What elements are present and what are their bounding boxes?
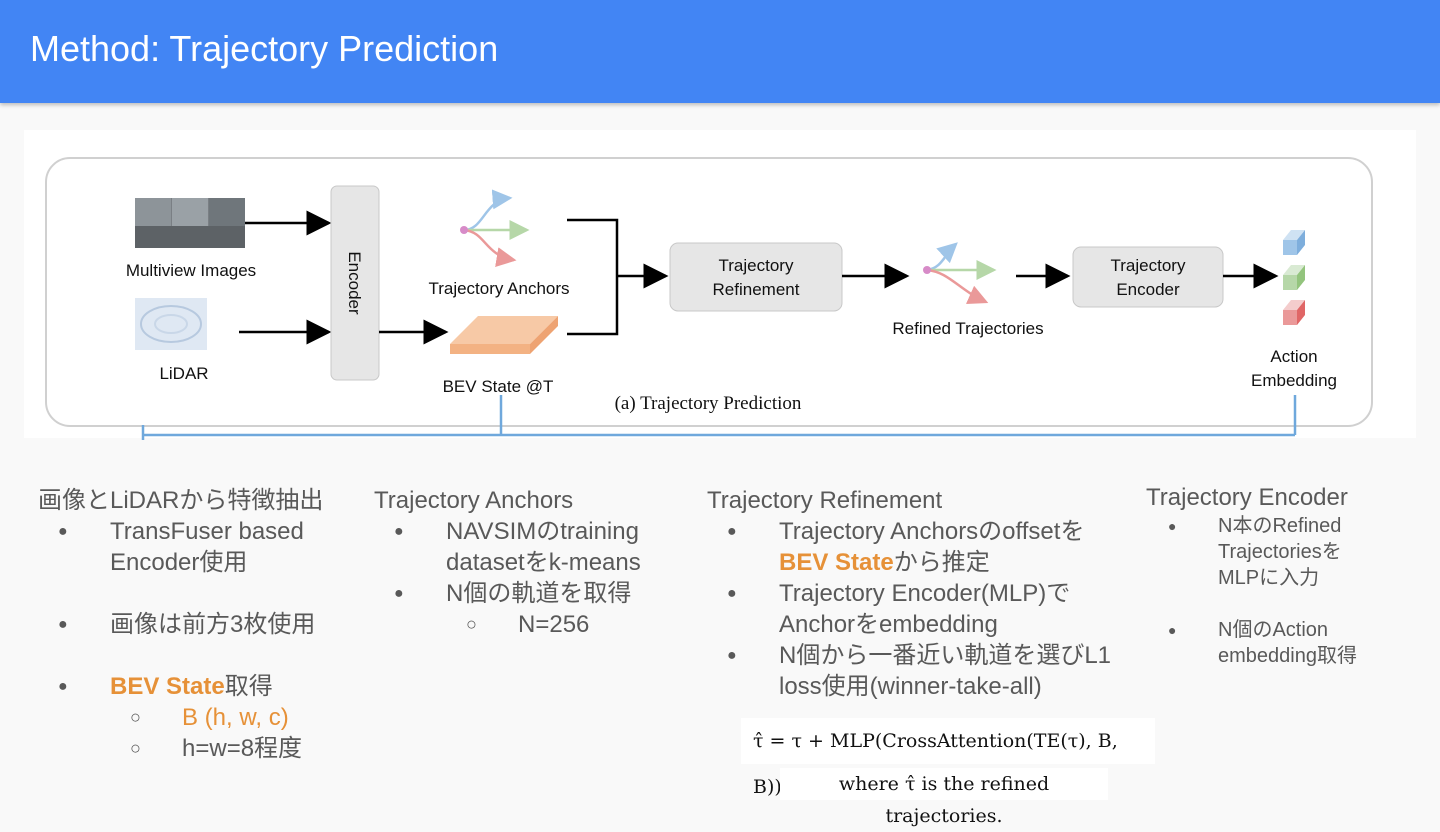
slide-header: Method: Trajectory Prediction: [0, 0, 1440, 103]
action-label-line1: Action: [1270, 347, 1317, 366]
architecture-diagram: Multiview Images LiDAR Encoder Trajector…: [24, 130, 1416, 438]
col1-bullet-1: TransFuser based Encoder使用: [38, 516, 358, 578]
refined-label: Refined Trajectories: [892, 319, 1043, 338]
column-trajectory-anchors: Trajectory Anchors NAVSIMのtraining datas…: [374, 485, 674, 640]
col1-bullet-3: BEV State取得: [38, 671, 358, 702]
col2-bullet-1: NAVSIMのtraining datasetをk-means: [374, 516, 674, 578]
refinement-equation: τ̂ = τ + MLP(CrossAttention(TE(τ), B, B)…: [741, 718, 1155, 764]
refinement-label-line1: Trajectory: [719, 256, 794, 275]
bev-label: BEV State @T: [443, 377, 554, 396]
equation-note: where τ̂ is the refined trajectories.: [780, 768, 1108, 800]
slide-title: Method: Trajectory Prediction: [30, 28, 498, 70]
connector-lines: [0, 395, 1440, 440]
col3-bullet-3: N個から一番近い軌道を選びL1 loss使用(winner-take-all): [707, 640, 1127, 702]
refinement-block: [670, 243, 842, 311]
col1-bullet-2: 画像は前方3枚使用: [38, 609, 358, 640]
col1-sub-1: B (h, w, c): [38, 702, 358, 733]
col2-heading: Trajectory Anchors: [374, 485, 674, 516]
col1-sub-2: h=w=8程度: [38, 733, 358, 764]
col4-bullet-2: N個のAction embedding取得: [1146, 617, 1386, 669]
column-feature-extraction: 画像とLiDARから特徴抽出 TransFuser based Encoder使…: [38, 485, 358, 764]
architecture-figure: Multiview Images LiDAR Encoder Trajector…: [24, 130, 1416, 438]
lidar-label: LiDAR: [159, 364, 208, 383]
col4-bullet-1: N本のRefined Trajectoriesを MLPに入力: [1146, 513, 1386, 591]
multiview-images: [135, 198, 245, 248]
action-embedding-icon: [1283, 230, 1305, 325]
encoder-label: Encoder: [345, 251, 364, 315]
column-trajectory-encoder: Trajectory Encoder N本のRefined Trajectori…: [1146, 482, 1386, 669]
col1-heading: 画像とLiDARから特徴抽出: [38, 485, 358, 516]
col4-heading: Trajectory Encoder: [1146, 482, 1386, 513]
traj-encoder-label-line2: Encoder: [1116, 280, 1180, 299]
col3-heading: Trajectory Refinement: [707, 485, 1127, 516]
traj-encoder-label-line1: Trajectory: [1111, 256, 1186, 275]
refinement-label-line2: Refinement: [713, 280, 800, 299]
col2-sub-1: N=256: [374, 609, 674, 640]
col3-bullet-1: Trajectory AnchorsのoffsetをBEV Stateから推定: [707, 516, 1127, 578]
col2-bullet-2: N個の軌道を取得: [374, 578, 674, 609]
anchors-label: Trajectory Anchors: [428, 279, 569, 298]
multiview-label: Multiview Images: [126, 261, 256, 280]
col3-bullet-2: Trajectory Encoder(MLP)でAnchorをembedding: [707, 578, 1127, 640]
column-trajectory-refinement: Trajectory Refinement Trajectory Anchors…: [707, 485, 1127, 702]
lidar-pointcloud: [135, 298, 207, 350]
col1-bev-state: BEV State: [110, 673, 225, 700]
action-label-line2: Embedding: [1251, 371, 1337, 390]
col3-bev-state: BEV State: [779, 549, 894, 576]
